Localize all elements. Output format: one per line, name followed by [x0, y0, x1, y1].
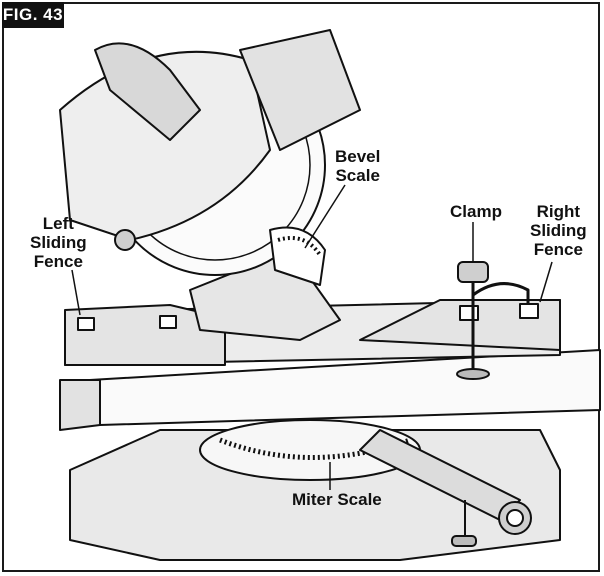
left-sliding-fence-callout: Left Sliding Fence [30, 214, 87, 271]
saw-motor [239, 29, 361, 151]
bevel-scale-leader [304, 184, 346, 249]
left-fence-leader [71, 269, 81, 316]
left-sliding-fence-part [64, 304, 226, 366]
bevel-scale-callout: Bevel Scale [335, 147, 381, 185]
miter-scale-callout: Miter Scale [292, 490, 382, 509]
clamp-callout: Clamp [450, 202, 502, 221]
figure-label: FIG. 43 [2, 2, 64, 28]
bevel-scale-plate [269, 226, 326, 286]
clamp-pad [456, 368, 490, 380]
clamp-knob [457, 261, 489, 283]
right-fence-leader [539, 261, 553, 303]
right-sliding-fence-part [359, 299, 561, 351]
right-sliding-fence-callout: Right Sliding Fence [530, 202, 587, 259]
saw-handle [94, 42, 201, 141]
